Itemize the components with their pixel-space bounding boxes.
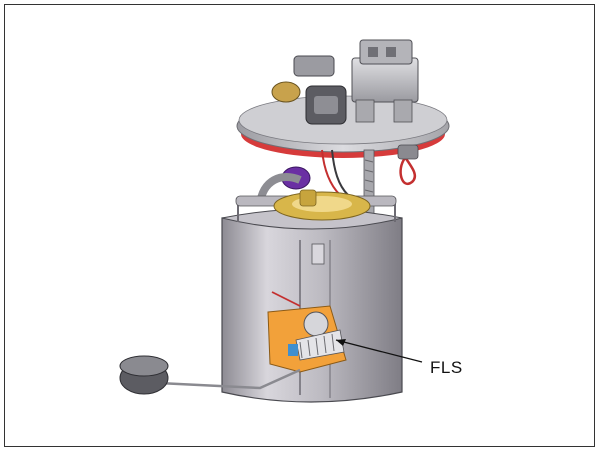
fls-leader-line [335,339,423,363]
fls-callout-label: FLS [430,358,463,377]
wiring-harness [398,149,417,185]
fls-leader-arrowhead [336,339,346,346]
reservoir-canister [221,195,403,403]
float-arm-assembly [119,355,301,395]
fuel-level-sender [267,291,347,373]
pump-bracket [273,189,371,221]
fuel-outlet-fitting [271,55,347,125]
electrical-connector [351,39,419,123]
